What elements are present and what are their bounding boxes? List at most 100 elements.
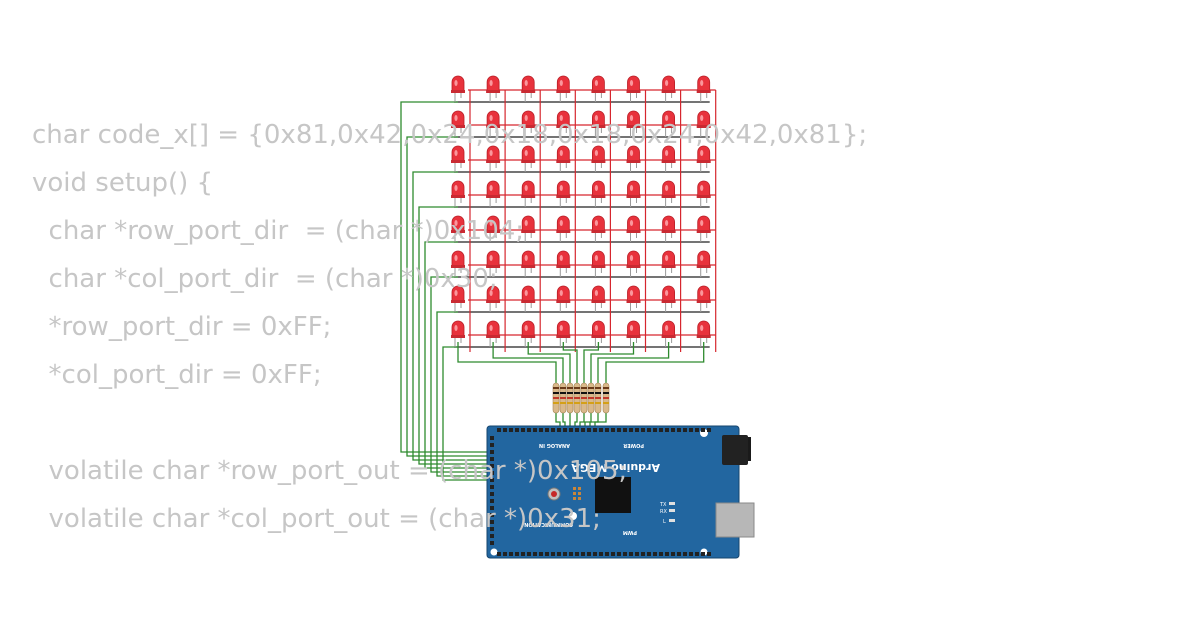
header-pin[interactable] — [563, 428, 567, 432]
header-pin[interactable] — [695, 428, 699, 432]
header-pin[interactable] — [490, 478, 494, 482]
resistor[interactable] — [602, 382, 610, 414]
red-led[interactable] — [591, 180, 606, 207]
header-pin[interactable] — [617, 428, 621, 432]
red-led[interactable] — [521, 285, 536, 312]
header-pin[interactable] — [701, 552, 705, 556]
header-pin[interactable] — [575, 552, 579, 556]
header-pin[interactable] — [683, 428, 687, 432]
red-led[interactable] — [661, 110, 676, 137]
red-led[interactable] — [696, 215, 711, 242]
red-led[interactable] — [626, 75, 641, 102]
red-led[interactable] — [486, 285, 501, 312]
header-pin[interactable] — [581, 428, 585, 432]
red-led[interactable] — [486, 180, 501, 207]
header-pin[interactable] — [647, 552, 651, 556]
red-led[interactable] — [696, 110, 711, 137]
red-led[interactable] — [626, 320, 641, 347]
resistor[interactable] — [587, 382, 595, 414]
red-led[interactable] — [451, 110, 465, 137]
red-led[interactable] — [556, 215, 571, 242]
red-led[interactable] — [451, 75, 465, 102]
resistor[interactable] — [573, 382, 581, 414]
header-pin[interactable] — [490, 471, 494, 475]
header-pin[interactable] — [503, 552, 507, 556]
header-pin[interactable] — [563, 552, 567, 556]
header-pin[interactable] — [490, 541, 494, 545]
red-led[interactable] — [451, 180, 465, 207]
red-led[interactable] — [486, 320, 501, 347]
header-pin[interactable] — [527, 428, 531, 432]
header-pin[interactable] — [647, 428, 651, 432]
resistor[interactable] — [566, 382, 574, 414]
red-led[interactable] — [521, 320, 536, 347]
header-pin[interactable] — [587, 428, 591, 432]
header-pin[interactable] — [689, 428, 693, 432]
top-pin-header[interactable] — [497, 428, 711, 432]
header-pin[interactable] — [490, 534, 494, 538]
red-led[interactable] — [451, 215, 465, 242]
red-led[interactable] — [696, 250, 711, 277]
header-pin[interactable] — [593, 428, 597, 432]
red-led[interactable] — [696, 285, 711, 312]
red-led[interactable] — [591, 110, 606, 137]
header-pin[interactable] — [671, 428, 675, 432]
header-pin[interactable] — [611, 428, 615, 432]
red-led[interactable] — [486, 250, 501, 277]
header-pin[interactable] — [490, 527, 494, 531]
red-led[interactable] — [521, 75, 536, 102]
red-led[interactable] — [451, 250, 465, 277]
header-pin[interactable] — [629, 428, 633, 432]
header-pin[interactable] — [490, 499, 494, 503]
header-pin[interactable] — [509, 552, 513, 556]
header-pin[interactable] — [490, 443, 494, 447]
resistor[interactable] — [594, 382, 602, 414]
red-led[interactable] — [591, 285, 606, 312]
header-pin[interactable] — [659, 552, 663, 556]
red-led[interactable] — [626, 110, 641, 137]
usb-port[interactable] — [715, 502, 755, 538]
red-led[interactable] — [556, 250, 571, 277]
header-pin[interactable] — [539, 428, 543, 432]
header-pin[interactable] — [521, 428, 525, 432]
red-led[interactable] — [661, 215, 676, 242]
header-pin[interactable] — [665, 428, 669, 432]
header-pin[interactable] — [569, 552, 573, 556]
red-led[interactable] — [591, 250, 606, 277]
header-pin[interactable] — [641, 428, 645, 432]
red-led[interactable] — [556, 285, 571, 312]
header-pin[interactable] — [527, 552, 531, 556]
red-led[interactable] — [486, 75, 501, 102]
red-led[interactable] — [591, 145, 606, 172]
red-led[interactable] — [521, 110, 536, 137]
red-led[interactable] — [521, 215, 536, 242]
header-pin[interactable] — [605, 428, 609, 432]
header-pin[interactable] — [599, 428, 603, 432]
header-pin[interactable] — [490, 436, 494, 440]
red-led[interactable] — [626, 145, 641, 172]
red-led[interactable] — [451, 320, 465, 347]
red-led[interactable] — [556, 75, 571, 102]
red-led[interactable] — [696, 320, 711, 347]
red-led[interactable] — [556, 145, 571, 172]
resistor[interactable] — [552, 382, 560, 414]
left-pin-header[interactable] — [490, 436, 494, 545]
red-led[interactable] — [521, 250, 536, 277]
header-pin[interactable] — [587, 552, 591, 556]
header-pin[interactable] — [575, 428, 579, 432]
header-pin[interactable] — [683, 552, 687, 556]
red-led[interactable] — [556, 320, 571, 347]
red-led[interactable] — [696, 75, 711, 102]
red-led[interactable] — [521, 145, 536, 172]
header-pin[interactable] — [490, 485, 494, 489]
header-pin[interactable] — [701, 428, 705, 432]
red-led[interactable] — [521, 180, 536, 207]
red-led[interactable] — [591, 75, 606, 102]
header-pin[interactable] — [497, 428, 501, 432]
header-pin[interactable] — [635, 428, 639, 432]
red-led[interactable] — [661, 320, 676, 347]
red-led[interactable] — [626, 215, 641, 242]
header-pin[interactable] — [677, 552, 681, 556]
header-pin[interactable] — [635, 552, 639, 556]
header-pin[interactable] — [581, 552, 585, 556]
